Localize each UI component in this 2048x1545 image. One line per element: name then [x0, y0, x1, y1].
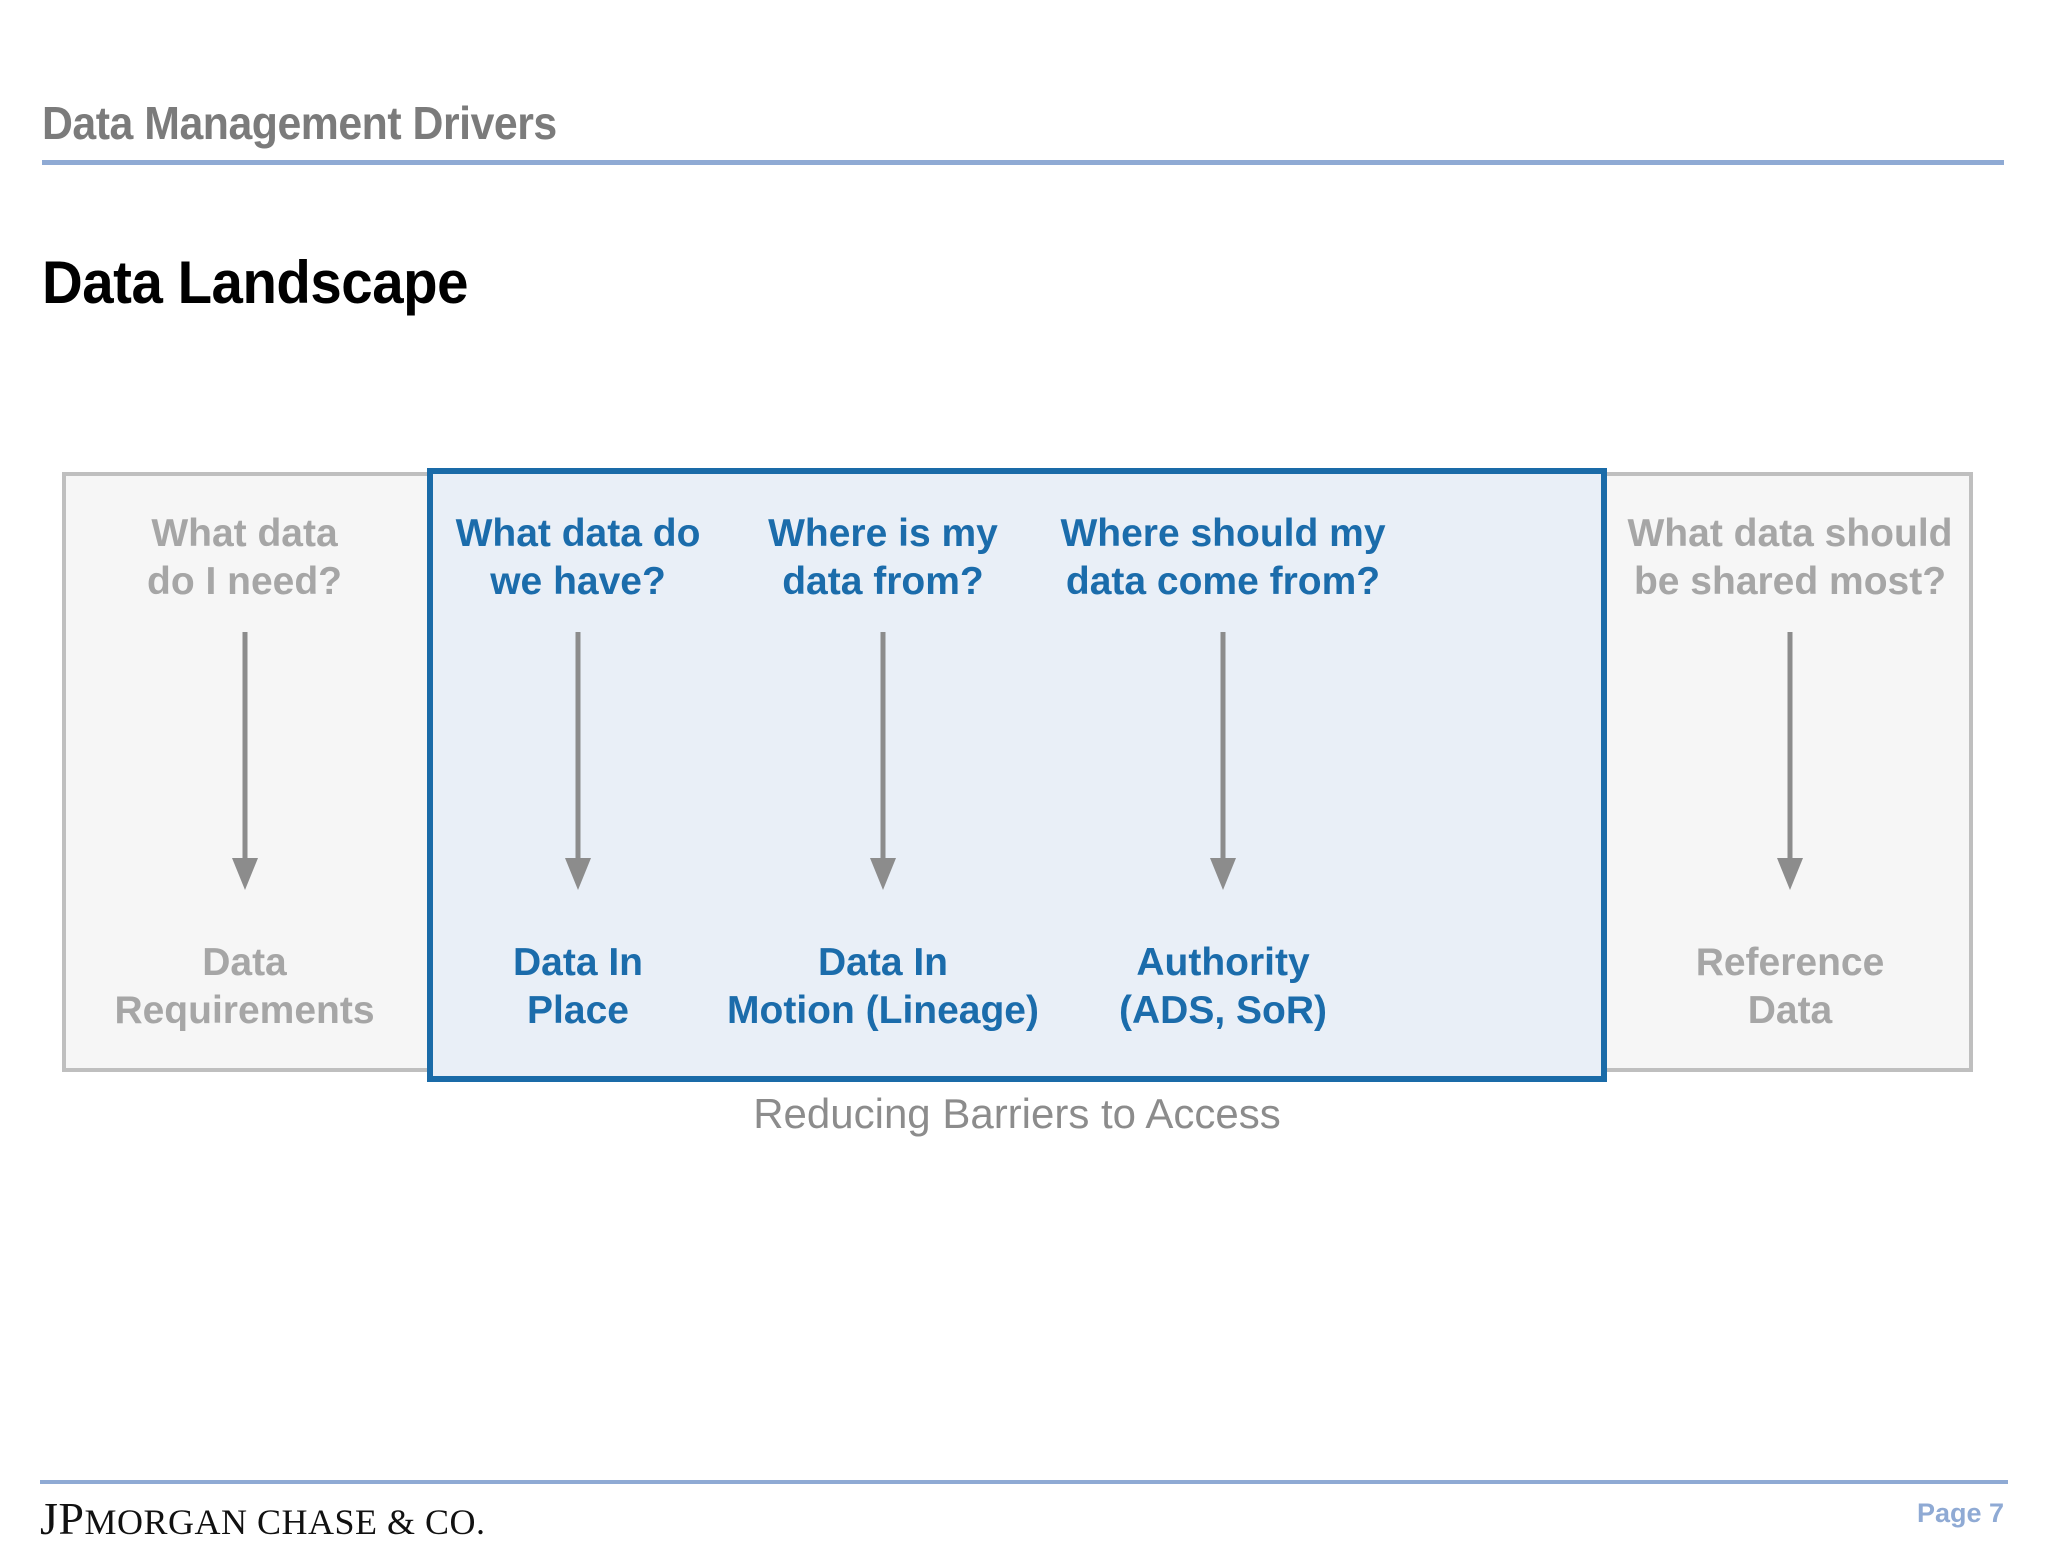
- down-arrow-icon: [1777, 632, 1803, 890]
- arrow-shaft: [242, 632, 247, 860]
- column-outcome-label: Data Requirements: [114, 940, 375, 1033]
- arrow-head: [565, 858, 591, 890]
- arrow-shaft: [575, 632, 581, 860]
- column-outcome-label: Data In Place: [512, 940, 644, 1033]
- down-arrow-icon: [565, 632, 591, 890]
- arrow-shaft: [880, 632, 886, 860]
- diagram-highlight-band: [427, 468, 1607, 1082]
- column-question-text: Where is my data from?: [768, 512, 998, 603]
- header-divider-rule: [42, 160, 2004, 165]
- down-arrow-icon: [1210, 632, 1236, 890]
- logo-rest-text: MORGAN CHASE & CO.: [84, 1502, 486, 1542]
- column-outcome-label: Authority (ADS, SoR): [1119, 940, 1327, 1033]
- diagram-column-reference-data: What data should be shared most? Referen…: [1607, 472, 1973, 1072]
- column-question-text: What data do we have?: [455, 512, 701, 603]
- diagram-caption: Reducing Barriers to Access: [753, 1090, 1281, 1137]
- jpmorgan-chase-logo: JPMORGAN CHASE & CO.: [40, 1492, 486, 1545]
- diagram-column-data-requirements: What data do I need? Data Requirements: [62, 472, 427, 1072]
- arrow-head: [1210, 858, 1236, 890]
- down-arrow-icon: [870, 632, 896, 890]
- column-outcome-label: Reference Data: [1695, 940, 1885, 1033]
- arrow-head: [231, 858, 258, 890]
- column-question-text: What data should be shared most?: [1627, 512, 1953, 603]
- logo-lead-text: JP: [40, 1493, 85, 1544]
- header-eyebrow-title: Data Management Drivers: [42, 97, 557, 149]
- arrow-shaft: [1787, 632, 1793, 860]
- diagram-column-data-in-place: What data do we have? Data In Place: [433, 472, 723, 1072]
- page-number: Page 7: [1916, 1498, 2004, 1528]
- arrow-head: [870, 858, 896, 890]
- diagram-column-authority: Where should my data come from? Authorit…: [1043, 472, 1403, 1072]
- column-question-text: What data do I need?: [147, 512, 342, 603]
- down-arrow-icon: [231, 632, 258, 890]
- column-question-text: Where should my data come from?: [1060, 512, 1386, 603]
- footer-divider-rule: [40, 1480, 2008, 1484]
- diagram-column-data-in-motion: Where is my data from? Data In Motion (L…: [723, 472, 1043, 1072]
- arrow-shaft: [1220, 632, 1226, 860]
- column-outcome-label: Data In Motion (Lineage): [727, 940, 1039, 1033]
- arrow-head: [1777, 858, 1803, 890]
- page-title: Data Landscape: [42, 249, 468, 316]
- slide-header: Data Management Drivers: [0, 0, 2048, 170]
